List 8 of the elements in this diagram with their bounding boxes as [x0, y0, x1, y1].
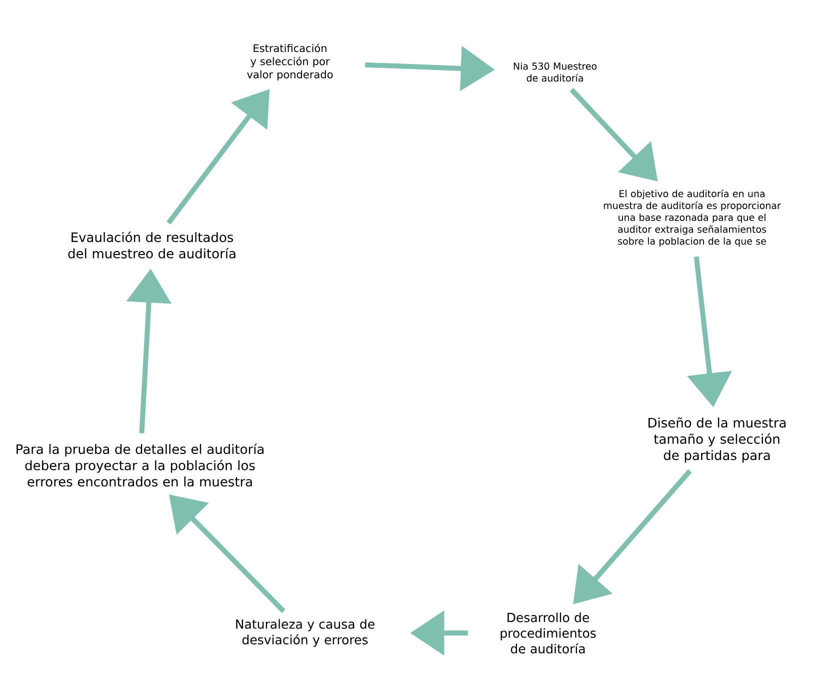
step-text: Desarrollo de procedimientos de auditoría — [500, 612, 596, 654]
step-text: Naturaleza y causa de desviación y errores — [236, 619, 374, 647]
step-text: Para la prueba de detalles el auditoría debera proyectar a la población los errores encontrados en la muestra — [16, 443, 264, 487]
step-text: Evaulación de resultados del muestreo de auditoría — [68, 232, 236, 258]
step-text: Nia 530 Muestreo de auditoría — [514, 62, 597, 82]
step-text: Diseño de la muestra tamaño y selección de partidas para — [648, 417, 786, 463]
step-text: El objetivo de auditoría en una muestra de auditoría es proporcionar una base razonada para que el auditor extraiga señalamientos sobre la poblacion de la que se — [604, 189, 781, 247]
step-text: Estratificación y selección por valor ponderado — [247, 44, 333, 80]
